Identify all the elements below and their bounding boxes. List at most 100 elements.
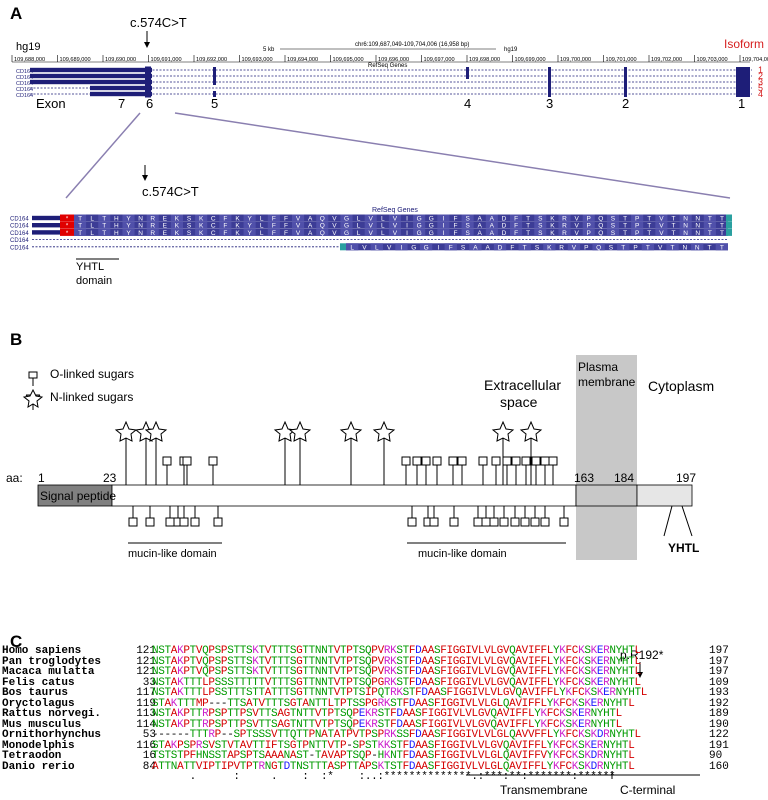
aa-letter: L [357,216,361,223]
o-linked-sugar-glyph [521,456,531,485]
aa-letter: A [490,223,495,230]
o-linked-sugar-glyph [145,506,155,527]
o-linked-sugar-glyph [499,506,509,527]
aa-letter: G [417,230,422,237]
aa-letter: V [574,216,579,223]
o-linked-sugar-glyph [511,456,521,485]
tick-label: 109,700,000 [560,57,591,63]
aa-letter: * [66,224,69,230]
aa-letter: T [621,244,625,251]
aa-letter: L [260,223,264,230]
aa-letter: T [672,216,676,223]
aa-letter: T [78,223,82,230]
aa-letter: F [284,230,288,237]
aa-letter: F [223,216,227,223]
seq-end: 192 [709,697,729,710]
species-name: Felis catus [2,676,75,689]
aa-letter: D [498,244,503,251]
aa-letter: I [442,223,444,230]
seq-end: 109 [709,676,729,689]
aa-letter: A [490,216,495,223]
mutation-label-zoom: c.574C>T [142,184,199,199]
aa-letter: A [478,230,483,237]
species-name: Ornithorhynchus [2,729,102,741]
aa-letter: T [623,216,627,223]
panel-b-letter: B [10,330,23,349]
aa-letter: * [66,217,69,223]
n-linked-sugar-glyph [144,420,168,485]
o-linked-sugar-glyph [432,456,442,485]
o-linked-sugar-glyph [531,456,541,485]
zoom-row-label: CD164 [10,245,29,251]
seq-start: 16 [142,750,156,762]
aa-letter: Q [598,223,603,230]
aa-letter: L [260,230,264,237]
transmembrane-label: Transmembrane [500,783,588,797]
aa-letter: A [308,230,313,237]
o-linked-sugar-glyph [530,506,540,527]
aa-letter: R [150,216,155,223]
seq-start: 116 [136,739,156,752]
aa-letter: I [442,216,444,223]
aa-letter: S [538,230,543,237]
aa-letter: T [646,244,650,251]
aa-letter: V [387,244,392,251]
aa-letter: N [138,223,143,230]
panel-a-browser: c.574C>T hg19 Isoform 5 kb chr6:109,687,… [10,15,768,287]
o-linked-sugar-glyph [489,506,499,527]
tick-label: 109,694,000 [287,57,318,63]
aa-letter: S [611,230,616,237]
seq-start: 33 [142,676,156,689]
aa-letter: Y [126,223,131,230]
aa-letter: T [708,230,712,237]
aa-letter: F [272,223,276,230]
aa-letter: L [375,244,379,251]
aa-letter: T [78,230,82,237]
o-linked-sugar-glyph [412,456,422,485]
n-linked-sugar-icon [22,388,44,410]
o-linked-sugar-glyph [448,456,458,485]
aa-letter: V [296,216,301,223]
aa-letter: S [538,216,543,223]
aa-letter: K [175,230,180,237]
aa-letter: V [393,223,398,230]
aa-letter: V [659,223,664,230]
aa-letter: V [574,230,579,237]
aa-letter: L [357,223,361,230]
aa-letter: N [683,223,688,230]
aa-letter: D [502,223,507,230]
aa-letter: F [454,230,458,237]
tick-label: 109,692,000 [196,57,227,63]
aa-letter: R [562,223,567,230]
aa-letter: S [187,216,192,223]
aa-letter: I [406,230,408,237]
species-name: Oryctolagus [2,697,75,710]
aa-letter: P [587,216,591,223]
aa-letter: T [526,216,530,223]
aa-letter: A [308,216,313,223]
o-linked-sugar-glyph [548,456,558,485]
aa-letter: V [658,244,663,251]
o-linked-sugar-glyph [481,506,491,527]
aa-letter: K [235,223,240,230]
scale-label: 5 kb [263,47,275,53]
aa-letter: T [720,230,724,237]
aa-letter: P [587,223,591,230]
seq-start: 121 [136,655,156,668]
aa-letter: Y [126,230,131,237]
isoform-number: 2 [758,71,763,81]
zoom-row-label: CD164 [10,217,29,223]
aa-letter: T [672,230,676,237]
n-linked-sugar-glyph [339,420,363,485]
tick-label: 109,690,000 [105,57,136,63]
alignment-annotations: Transmembrane C-terminal [466,771,700,797]
mucin-1: mucin-like domain [128,548,217,560]
sequence: NSTAKTTTLPSSSTTTTTVTTTSGTTNNTVTPTSQPGRKS… [152,676,641,689]
legend-n: N-linked sugars [50,390,133,404]
aa-letter: R [562,216,567,223]
aa-letter: S [187,230,192,237]
zoom-track-label: RefSeq Genes [372,207,418,214]
